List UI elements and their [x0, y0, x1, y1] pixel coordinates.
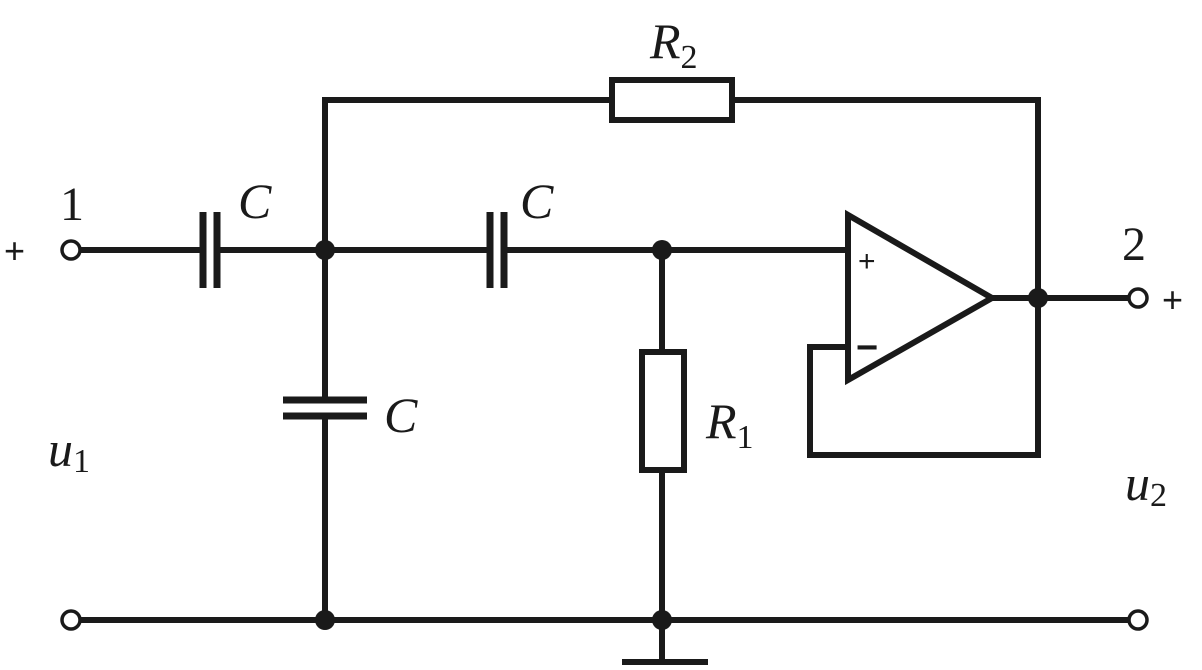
label-u2: u2	[1125, 455, 1167, 514]
label-plus-output: +	[1162, 279, 1183, 320]
terminal-input-top	[60, 239, 82, 261]
terminal-output-bottom	[1127, 609, 1149, 631]
label-r2: R2	[649, 13, 698, 76]
label-c-series: C	[520, 173, 554, 229]
wire-feedback-r2	[322, 97, 615, 253]
resistor-r1	[639, 349, 687, 473]
wire-r2-to-output	[729, 97, 1041, 301]
wires	[76, 97, 1131, 665]
junction-dot	[315, 610, 335, 630]
capacitor-input	[199, 212, 221, 288]
capacitor-series	[486, 212, 508, 288]
opamp-plus-sign: +	[858, 245, 876, 278]
resistor-r2	[609, 77, 735, 123]
opamp-triangle	[845, 209, 999, 386]
junction-dot	[315, 240, 335, 260]
opamp-minus-sign: −	[856, 327, 878, 369]
terminal-input-bottom	[60, 609, 82, 631]
label-c-input: C	[238, 173, 272, 229]
label-u1: u1	[48, 421, 90, 480]
terminal-output-top	[1127, 287, 1149, 309]
label-terminal-1: 1	[60, 178, 84, 231]
label-plus-input: +	[4, 230, 25, 271]
junction-dot	[652, 240, 672, 260]
capacitor-shunt	[283, 396, 367, 420]
junction-dots	[315, 240, 1048, 630]
label-terminal-2: 2	[1122, 218, 1146, 271]
label-c-shunt: C	[384, 387, 418, 443]
wire-follower-loop	[807, 295, 1041, 458]
junction-dot	[1028, 288, 1048, 308]
junction-dot	[652, 610, 672, 630]
label-r1: R1	[705, 393, 754, 456]
